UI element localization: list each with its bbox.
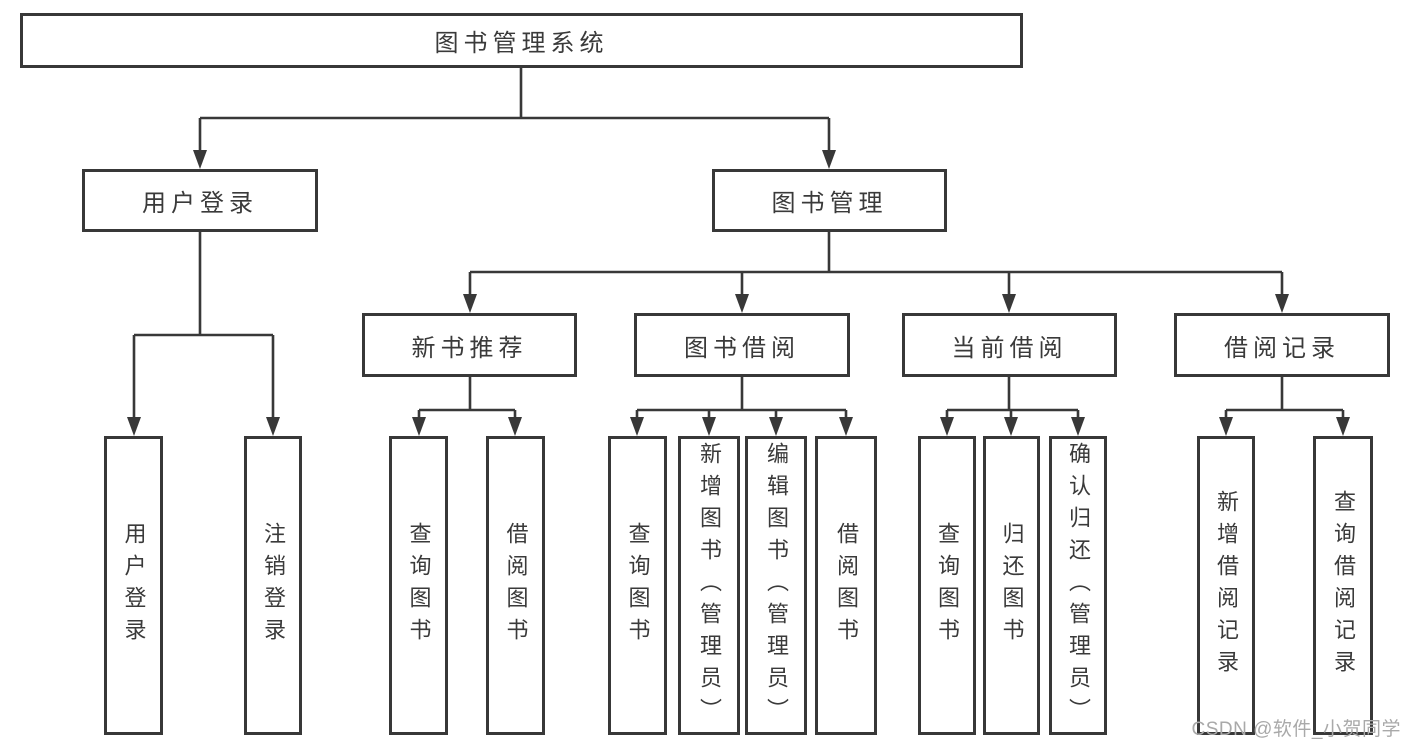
leaf-current-return-books: 归还图书 — [983, 436, 1040, 735]
leaf-recommend-borrow-books: 借阅图书 — [486, 436, 545, 735]
leaf-borrowing-edit-books-admin-label: 编辑图书（管理员） — [764, 441, 789, 730]
leaf-recommend-query-books: 查询图书 — [389, 436, 448, 735]
node-user-login-label: 用户登录 — [142, 190, 258, 217]
node-library-management-system: 图书管理系统 — [20, 13, 1023, 68]
leaf-user-login: 用户登录 — [104, 436, 163, 735]
leaf-current-confirm-return-admin: 确认归还（管理员） — [1049, 436, 1107, 735]
leaf-borrowing-add-books-admin: 新增图书（管理员） — [678, 436, 740, 735]
leaf-logout-login-label: 注销登录 — [261, 521, 286, 650]
leaf-records-query-record-label: 查询借阅记录 — [1331, 489, 1356, 682]
node-book-management: 图书管理 — [712, 169, 947, 232]
leaf-records-add-record: 新增借阅记录 — [1197, 436, 1255, 735]
leaf-recommend-borrow-books-label: 借阅图书 — [503, 521, 529, 650]
leaf-recommend-query-books-label: 查询图书 — [406, 521, 432, 650]
node-new-book-recommendation: 新书推荐 — [362, 313, 577, 377]
leaf-borrowing-borrow-books: 借阅图书 — [815, 436, 877, 735]
node-new-book-recommendation-label: 新书推荐 — [411, 334, 528, 362]
leaf-borrowing-borrow-books-label: 借阅图书 — [834, 521, 859, 650]
leaf-borrowing-query-books: 查询图书 — [608, 436, 667, 735]
leaf-records-add-record-label: 新增借阅记录 — [1214, 489, 1239, 682]
leaf-records-query-record: 查询借阅记录 — [1313, 436, 1373, 735]
node-user-login: 用户登录 — [82, 169, 318, 232]
node-current-borrowing: 当前借阅 — [902, 313, 1117, 377]
node-current-borrowing-label: 当前借阅 — [951, 334, 1068, 362]
node-book-management-label: 图书管理 — [771, 190, 888, 217]
node-book-borrowing-label: 图书借阅 — [684, 334, 800, 362]
csdn-watermark: CSDN @软件_小贺同学 — [1191, 719, 1401, 740]
leaf-borrowing-edit-books-admin: 编辑图书（管理员） — [745, 436, 807, 735]
leaf-current-return-books-label: 归还图书 — [999, 521, 1025, 650]
leaf-logout-login: 注销登录 — [244, 436, 302, 735]
arrowheads — [127, 150, 1350, 436]
node-library-management-system-label: 图书管理系统 — [434, 30, 609, 57]
leaf-borrowing-add-books-admin-label: 新增图书（管理员） — [697, 441, 722, 730]
node-borrowing-records: 借阅记录 — [1174, 313, 1390, 377]
node-book-borrowing: 图书借阅 — [634, 313, 850, 377]
leaf-current-query-books-label: 查询图书 — [935, 521, 960, 650]
leaf-borrowing-query-books-label: 查询图书 — [625, 521, 651, 650]
node-borrowing-records-label: 借阅记录 — [1224, 334, 1340, 362]
leaf-user-login-label: 用户登录 — [121, 521, 147, 650]
leaf-current-query-books: 查询图书 — [918, 436, 976, 735]
leaf-current-confirm-return-admin-label: 确认归还（管理员） — [1066, 441, 1091, 730]
